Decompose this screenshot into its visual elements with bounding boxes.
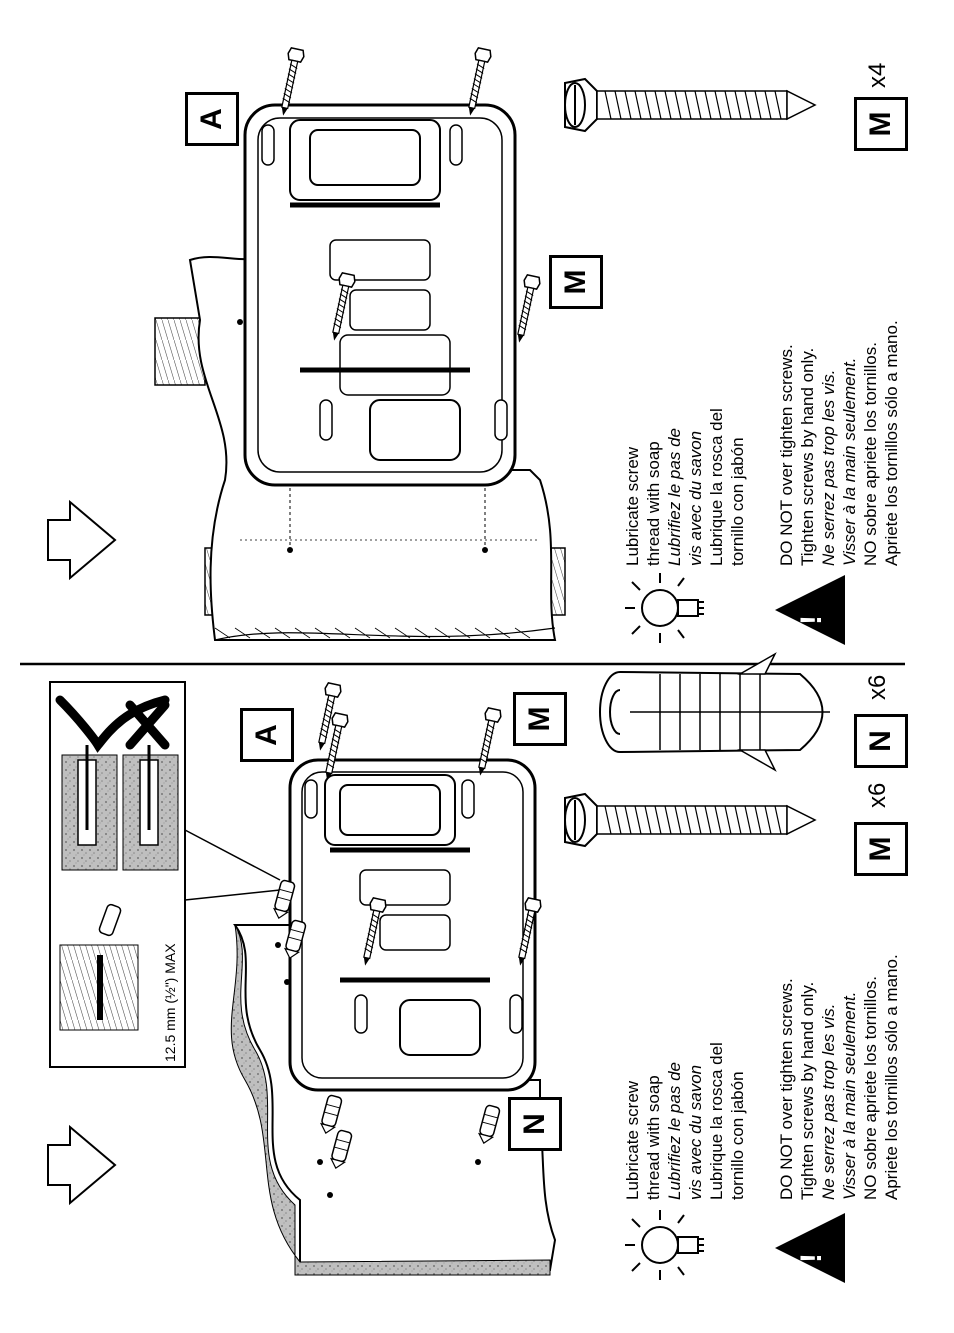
quantity-n-bottom: x6	[864, 674, 891, 700]
bracket-top	[243, 103, 517, 487]
label-a: A	[185, 92, 239, 146]
wall-anchor-icon	[98, 903, 122, 937]
lubricate-note-top: Lubricate screw thread with soap Lubrifi…	[623, 408, 747, 566]
arrow-icon	[47, 1124, 117, 1206]
cross-icon	[125, 700, 170, 750]
warning-note-top: DO NOT over tighten screws. Tighten scre…	[777, 320, 901, 566]
screw-icon	[564, 77, 817, 133]
lightbulb-icon	[625, 1210, 704, 1280]
screw-icon	[564, 792, 817, 848]
bracket-bottom	[288, 758, 537, 1092]
warning-note-bottom: DO NOT over tighten screws. Tighten scre…	[777, 954, 901, 1200]
label-n: N	[508, 1097, 562, 1151]
warning-triangle-icon	[775, 1213, 845, 1283]
measurement-label: 12.5 mm (½") MAX	[162, 943, 178, 1062]
lubricate-note-bottom: Lubricate screw thread with soap Lubrifi…	[623, 1042, 747, 1200]
quantity-m-top: x4	[864, 62, 891, 88]
arrow-icon	[47, 499, 117, 581]
label-n: N	[854, 714, 908, 768]
label-m: M	[513, 692, 567, 746]
quantity-m-bottom: x6	[864, 782, 891, 808]
label-a: A	[240, 708, 294, 762]
warning-mark: !	[795, 615, 828, 625]
label-m: M	[549, 255, 603, 309]
warning-triangle-icon	[775, 575, 845, 645]
label-m: M	[854, 97, 908, 151]
label-m: M	[854, 822, 908, 876]
wall-anchor-icon	[599, 652, 830, 772]
lightbulb-icon	[625, 573, 704, 643]
warning-mark: !	[795, 1253, 828, 1263]
